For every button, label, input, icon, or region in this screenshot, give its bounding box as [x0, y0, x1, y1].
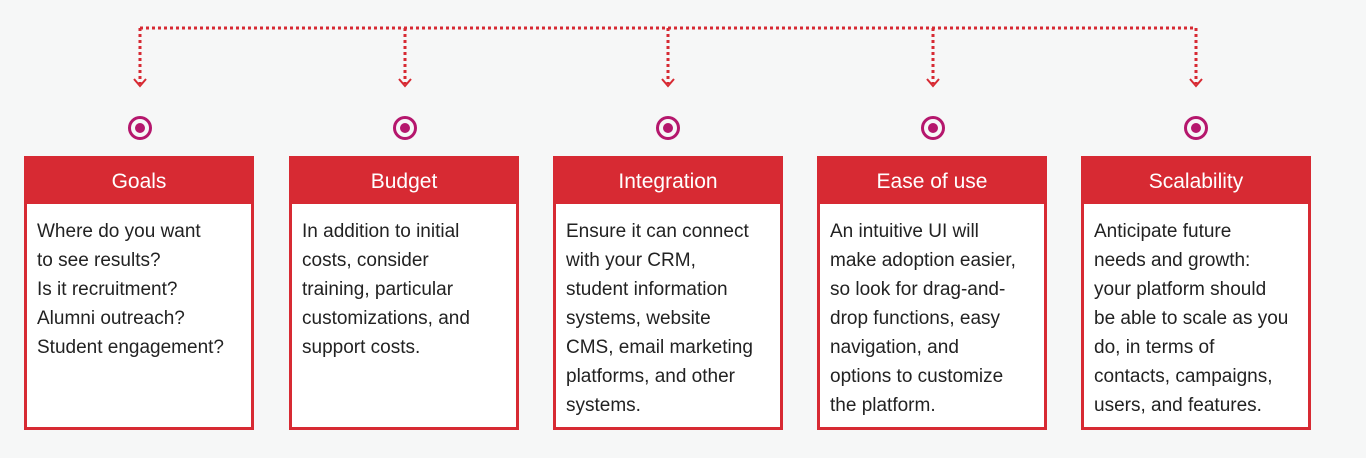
node-marker-goals	[128, 116, 152, 140]
card-text-line: be able to scale as you	[1094, 308, 1289, 329]
card-text-line: platforms, and other	[566, 366, 735, 387]
card-body: Where do you want to see results? Is it …	[27, 204, 251, 362]
card-text-line: Is it recruitment?	[37, 279, 178, 300]
card-text-line: Anticipate future	[1094, 221, 1232, 242]
card-scalability: Scalability Anticipate future needs and …	[1081, 156, 1311, 430]
card-text-line: your platform should	[1094, 279, 1267, 300]
node-dot	[663, 123, 673, 133]
card-text-line: the platform.	[830, 395, 936, 416]
card-body: Ensure it can connect with your CRM, stu…	[556, 204, 780, 420]
card-text-line: Alumni outreach?	[37, 308, 185, 329]
node-dot	[135, 123, 145, 133]
card-body: An intuitive UI will make adoption easie…	[820, 204, 1044, 420]
card-text-line: support costs.	[302, 337, 421, 358]
card-title: Budget	[292, 159, 516, 204]
card-text-line: options to customize	[830, 366, 1004, 387]
card-text-line: drop functions, easy	[830, 308, 1001, 329]
card-text-line: In addition to initial	[302, 221, 460, 242]
card-text-line: Student engagement?	[37, 337, 224, 358]
card-text-line: customizations, and	[302, 308, 470, 329]
node-marker-budget	[393, 116, 417, 140]
card-integration: Integration Ensure it can connect with y…	[553, 156, 783, 430]
card-goals: Goals Where do you want to see results? …	[24, 156, 254, 430]
card-text-line: CMS, email marketing	[566, 337, 753, 358]
card-budget: Budget In addition to initial costs, con…	[289, 156, 519, 430]
node-dot	[928, 123, 938, 133]
arrowhead-icon	[133, 78, 147, 88]
card-text-line: make adoption easier,	[830, 250, 1016, 271]
card-body: In addition to initial costs, consider t…	[292, 204, 516, 362]
card-text-line: so look for drag-and-	[830, 279, 1006, 300]
card-body: Anticipate future needs and growth: your…	[1084, 204, 1308, 420]
card-text-line: student information	[566, 279, 728, 300]
card-text-line: training, particular	[302, 279, 454, 300]
node-marker-integration	[656, 116, 680, 140]
card-text-line: An intuitive UI will	[830, 221, 979, 242]
card-text-line: Where do you want	[37, 221, 201, 242]
card-title: Ease of use	[820, 159, 1044, 204]
card-text-line: with your CRM,	[566, 250, 696, 271]
node-dot	[1191, 123, 1201, 133]
card-text-line: systems.	[566, 395, 641, 416]
card-title: Goals	[27, 159, 251, 204]
arrowhead-icon	[398, 78, 412, 88]
node-marker-ease-of-use	[921, 116, 945, 140]
node-marker-scalability	[1184, 116, 1208, 140]
card-text-line: contacts, campaigns,	[1094, 366, 1273, 387]
card-ease-of-use: Ease of use An intuitive UI will make ad…	[817, 156, 1047, 430]
arrowhead-icon	[926, 78, 940, 88]
card-text-line: do, in terms of	[1094, 337, 1215, 358]
card-text-line: needs and growth:	[1094, 250, 1251, 271]
card-text-line: navigation, and	[830, 337, 959, 358]
card-text-line: Ensure it can connect	[566, 221, 749, 242]
card-text-line: to see results?	[37, 250, 161, 271]
card-text-line: systems, website	[566, 308, 711, 329]
arrowhead-icon	[661, 78, 675, 88]
arrowhead-icon	[1189, 78, 1203, 88]
card-text-line: costs, consider	[302, 250, 429, 271]
card-title: Integration	[556, 159, 780, 204]
node-dot	[400, 123, 410, 133]
card-text-line: users, and features.	[1094, 395, 1262, 416]
card-title: Scalability	[1084, 159, 1308, 204]
